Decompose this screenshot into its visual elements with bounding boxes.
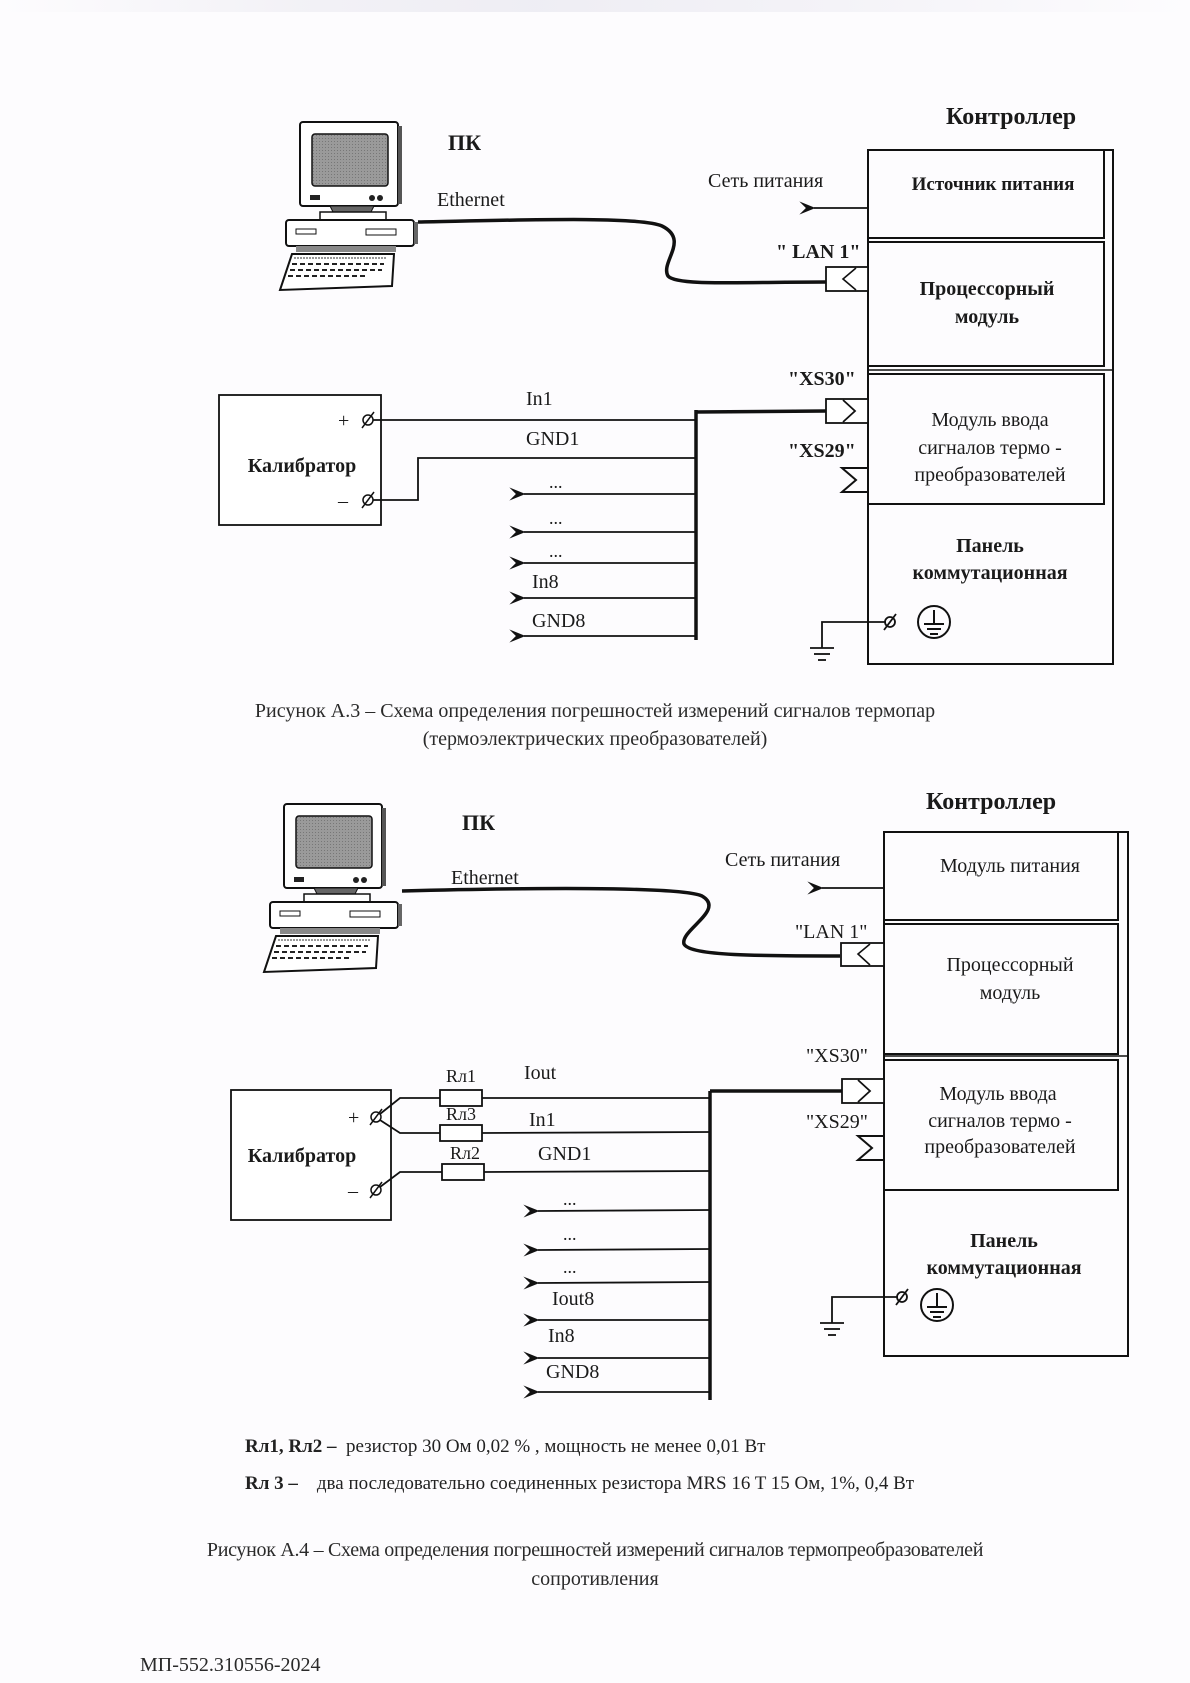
lan-connector-icon (840, 942, 885, 967)
xs30-connector-icon (841, 1078, 885, 1104)
module-power-label: Источник питания (912, 174, 1075, 195)
computer-icon (263, 803, 403, 973)
computer-icon (279, 121, 419, 291)
legend-key: Rл 3 – (245, 1473, 298, 1494)
lan-label: "LAN 1" (795, 921, 867, 943)
panel-label-2: коммутационная (926, 1257, 1081, 1279)
caption-line: (термоэлектрических преобразователей) (422, 728, 768, 750)
module-input-label-1: Модуль ввода (931, 409, 1048, 431)
xs30-connector-icon (825, 398, 869, 424)
legend-key: Rл1, Rл2 – (245, 1436, 337, 1457)
signal-label: GND8 (532, 610, 585, 632)
resistor-rl1-icon (439, 1089, 483, 1107)
figure-a4-diagram: ПК Ethernet Контроллер Сеть питания Моду… (230, 789, 1129, 1400)
resistor-rl3-icon (439, 1124, 483, 1142)
module-cpu-label: Процессорный (920, 278, 1055, 300)
signal-label: GND8 (546, 1361, 599, 1383)
mains-label: Сеть питания (725, 849, 840, 871)
caption-line: Рисунок А.3 – Схема определения погрешно… (254, 700, 936, 722)
panel-label-2: коммутационная (912, 562, 1067, 584)
resistor-rl2-icon (441, 1163, 485, 1181)
module-cpu-label-2: модуль (955, 306, 1020, 328)
terminal-minus-label: – (337, 490, 349, 512)
figure-a3-diagram: ПК Ethernet Контроллер Сеть питания Исто… (218, 104, 1114, 665)
signal-label: GND1 (538, 1143, 591, 1165)
terminal-minus-label: – (347, 1180, 359, 1202)
ethernet-cable (417, 217, 827, 285)
xs29-connector-icon (839, 467, 868, 493)
legend-item: Rл 3 – два последовательно соединенных р… (245, 1465, 914, 1502)
legend-item: Rл1, Rл2 – резистор 30 Ом 0,02 % , мощно… (245, 1428, 914, 1465)
signal-wires (379, 1089, 842, 1400)
ethernet-label: Ethernet (451, 867, 519, 889)
signal-label: ... (549, 541, 563, 561)
terminal-plus-label: + (338, 410, 349, 432)
terminal-plus-icon (369, 1108, 383, 1126)
terminal-plus-label: + (348, 1107, 359, 1129)
signal-label: Iout (524, 1062, 557, 1084)
scan-artifact (0, 0, 1190, 12)
resistor-label: Rл1 (446, 1066, 476, 1086)
terminal-minus-icon (369, 1181, 383, 1199)
signal-label: Iout8 (552, 1288, 594, 1310)
signal-label: In8 (532, 571, 559, 593)
protective-earth-icon (920, 1288, 954, 1322)
module-input-label-2: сигналов термо - (918, 437, 1062, 459)
figure-a4-caption: Рисунок А.4 – Схема определения погрешно… (0, 1536, 1190, 1594)
pc-label: ПК (448, 130, 481, 155)
panel-label-1: Панель (970, 1230, 1038, 1252)
legend-text: два последовательно соединенных резистор… (316, 1473, 915, 1494)
signal-label: ... (549, 508, 563, 528)
signal-label: In8 (548, 1325, 575, 1347)
module-input-label-1: Модуль ввода (939, 1083, 1056, 1105)
signal-label: ... (563, 1224, 577, 1244)
signal-label: ... (549, 472, 563, 492)
caption-line: сопротивления (531, 1568, 659, 1590)
controller-title: Контроллер (926, 789, 1056, 815)
ground-icon (820, 1288, 909, 1336)
ethernet-cable (401, 886, 841, 958)
resistor-legend: Rл1, Rл2 – резистор 30 Ом 0,02 % , мощно… (245, 1428, 914, 1502)
resistor-label: Rл2 (450, 1143, 480, 1163)
signal-label: GND1 (526, 428, 579, 450)
controller-title: Контроллер (946, 104, 1076, 130)
module-input-label-3: преобразователей (924, 1136, 1075, 1158)
lan-connector-icon (825, 266, 869, 292)
xs30-label: "XS30" (788, 368, 856, 390)
module-cpu-label: Процессорный (946, 954, 1073, 976)
panel-label-1: Панель (956, 535, 1024, 557)
calibrator-box (218, 394, 382, 526)
signal-label: ... (563, 1189, 577, 1209)
pc-label: ПК (462, 810, 495, 835)
ethernet-label: Ethernet (437, 189, 505, 211)
protective-earth-icon (917, 605, 951, 639)
module-input-label-2: сигналов термо - (928, 1110, 1072, 1132)
xs29-label: "XS29" (806, 1111, 868, 1133)
mains-label: Сеть питания (708, 170, 823, 192)
xs30-label: "XS30" (806, 1045, 868, 1067)
calibrator-label: Калибратор (248, 455, 356, 477)
lan-label: " LAN 1" (776, 241, 860, 263)
signal-label: In1 (526, 388, 553, 410)
resistor-label: Rл3 (446, 1104, 476, 1124)
caption-line: Рисунок А.4 – Схема определения погрешно… (206, 1539, 984, 1561)
ground-icon (810, 613, 897, 661)
calibrator-label: Калибратор (248, 1145, 356, 1167)
xs29-connector-icon (855, 1135, 884, 1161)
module-cpu-label-2: модуль (980, 982, 1040, 1004)
calibrator-box (230, 1089, 392, 1221)
document-number: МП-552.310556-2024 (140, 1654, 321, 1676)
figure-a3-caption: Рисунок А.3 – Схема определения погрешно… (0, 697, 1190, 753)
xs29-label: "XS29" (788, 440, 856, 462)
signal-wires (373, 409, 827, 643)
signal-label: ... (563, 1257, 577, 1277)
legend-text: резистор 30 Ом 0,02 % , мощность не мене… (346, 1436, 766, 1457)
module-input-label-3: преобразователей (914, 464, 1065, 486)
module-power-label: Модуль питания (940, 855, 1080, 877)
signal-label: In1 (529, 1109, 556, 1131)
controller-frame (867, 149, 1114, 665)
